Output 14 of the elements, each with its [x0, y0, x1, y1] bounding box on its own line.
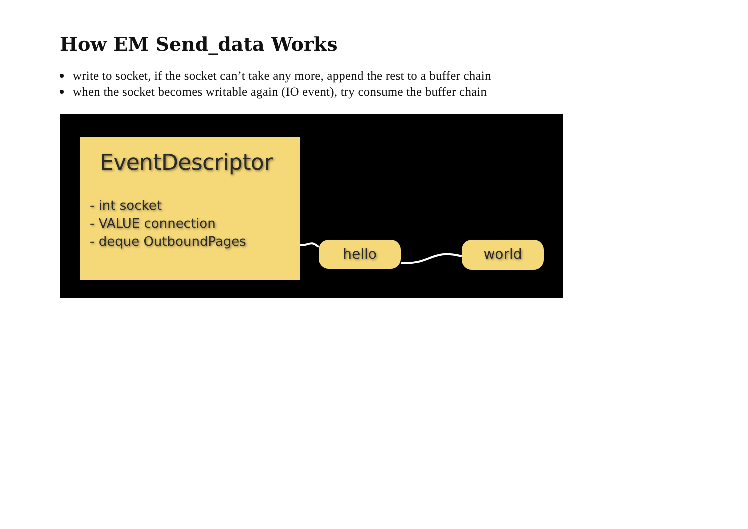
class-card	[80, 137, 300, 280]
title: How EM Send_data Works	[60, 34, 338, 56]
bullet-text: write to socket, if the socket can’t take any more, append the rest to a buffer chain	[73, 69, 492, 83]
field-text: - VALUE connection	[90, 217, 216, 232]
node-text: world	[484, 247, 522, 263]
rounded-box	[462, 240, 544, 270]
field-text: - deque OutboundPages	[90, 235, 246, 250]
card-heading: EventDescriptor	[100, 151, 273, 176]
connector-line	[300, 242, 320, 248]
bullet-text: when the socket becomes writable again (IO event), try consume the buffer chain	[73, 85, 488, 99]
rounded-box	[319, 240, 401, 269]
field-text: - int socket	[90, 199, 162, 214]
node-text: hello	[343, 246, 377, 262]
connector-line	[400, 253, 462, 264]
